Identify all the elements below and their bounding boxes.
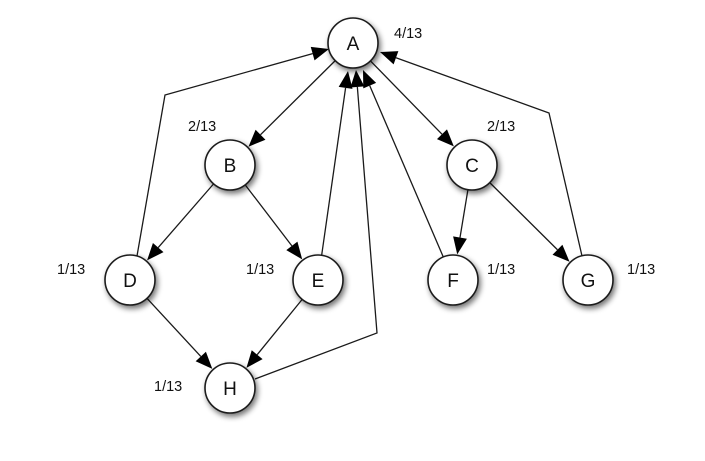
node-h-label: H <box>223 379 237 400</box>
edges-layer <box>136 46 583 380</box>
node-e-circle <box>292 254 344 306</box>
edge-e-to-a-line <box>321 87 347 256</box>
rank-labels-layer: 4/13 2/13 2/13 1/13 1/13 1/13 1/13 1/13 <box>57 26 655 395</box>
rank-label-a: 4/13 <box>394 26 422 42</box>
edge-c-to-f-arrowhead <box>453 236 467 255</box>
node-e-label: E <box>312 271 325 292</box>
node-a-label: A <box>347 34 360 55</box>
node-d: D <box>104 254 156 306</box>
edge-d-to-h-arrowhead <box>195 351 213 369</box>
edge-d-to-h <box>146 297 213 369</box>
edge-a-to-b-arrowhead <box>248 129 266 147</box>
node-g: G <box>562 254 614 306</box>
edge-d-to-a-arrowhead <box>310 46 329 61</box>
node-b-circle <box>204 139 256 191</box>
node-g-circle <box>562 254 614 306</box>
node-c-label: C <box>465 156 479 177</box>
edge-g-to-a-arrowhead <box>380 51 399 65</box>
node-d-label: D <box>123 271 137 292</box>
node-d-circle <box>104 254 156 306</box>
edge-g-to-a <box>380 51 583 257</box>
edge-b-to-e <box>244 184 303 260</box>
edge-a-to-b-line <box>260 60 336 136</box>
edge-e-to-h <box>246 298 303 368</box>
edge-a-to-c-arrowhead <box>436 129 454 147</box>
edge-d-to-a-line <box>136 52 313 257</box>
node-c-circle <box>446 139 498 191</box>
edge-a-to-c-line <box>369 60 443 135</box>
edge-b-to-e-line <box>244 184 293 247</box>
node-f: F <box>427 254 479 306</box>
edge-b-to-d-line <box>157 183 215 248</box>
edge-h-to-a-line <box>254 86 378 380</box>
node-c: C <box>446 139 498 191</box>
edge-f-to-a <box>363 70 444 258</box>
rank-label-h: 1/13 <box>154 379 182 395</box>
edge-d-to-h-line <box>146 297 202 357</box>
rank-label-c: 2/13 <box>487 119 515 135</box>
edge-c-to-g-line <box>489 182 558 251</box>
edge-c-to-f-line <box>459 189 469 238</box>
rank-label-e: 1/13 <box>246 262 274 278</box>
node-h-circle <box>204 362 256 414</box>
node-h: H <box>204 362 256 414</box>
node-a-circle <box>327 17 379 69</box>
edge-g-to-a-line <box>395 57 583 257</box>
node-b-label: B <box>224 156 237 177</box>
edge-e-to-h-line <box>256 298 303 356</box>
edge-f-to-a-line <box>369 85 444 258</box>
edge-b-to-d <box>147 183 215 261</box>
edge-c-to-g <box>489 182 570 262</box>
node-f-label: F <box>447 271 459 292</box>
rank-label-g: 1/13 <box>627 262 655 278</box>
edge-e-to-h-arrowhead <box>246 350 263 368</box>
edge-d-to-a <box>136 46 329 257</box>
edge-h-to-a-arrowhead <box>350 70 365 88</box>
edge-c-to-g-arrowhead <box>552 244 570 262</box>
edge-e-to-a <box>321 71 353 256</box>
rank-label-b: 2/13 <box>188 119 216 135</box>
edge-h-to-a <box>254 70 378 380</box>
node-f-circle <box>427 254 479 306</box>
edge-a-to-b <box>248 60 336 147</box>
node-e: E <box>292 254 344 306</box>
node-b: B <box>204 139 256 191</box>
edge-b-to-e-arrowhead <box>286 241 303 260</box>
node-g-label: G <box>581 271 596 292</box>
edge-e-to-a-arrowhead <box>338 71 353 89</box>
edge-b-to-d-arrowhead <box>147 242 164 261</box>
edge-c-to-f <box>453 189 469 255</box>
node-a: A <box>327 17 379 69</box>
nodes-layer: A B C D E F G H <box>104 17 614 414</box>
edge-a-to-c <box>369 60 454 147</box>
rank-label-d: 1/13 <box>57 262 85 278</box>
edge-f-to-a-arrowhead <box>363 70 377 89</box>
rank-label-f: 1/13 <box>487 262 515 278</box>
